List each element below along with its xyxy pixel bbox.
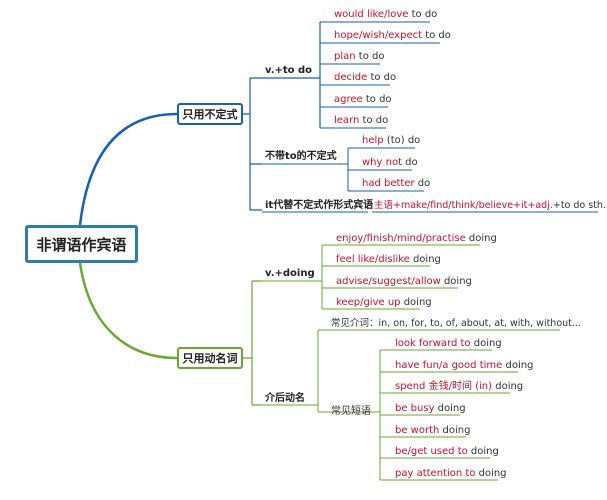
list-item: had better do — [362, 178, 431, 189]
common-phrases-label: 常见短语 — [331, 406, 371, 417]
list-item: enjoy/finish/mind/practise doing — [336, 233, 497, 244]
list-item: pay attention to doing — [395, 468, 507, 479]
list-item: why not do — [362, 157, 418, 168]
list-item: be busy doing — [395, 403, 466, 414]
root-node: 非谓语作宾语 — [25, 225, 138, 263]
list-item: look forward to doing — [395, 338, 502, 349]
list-item: plan to do — [334, 51, 385, 62]
list-item: be worth doing — [395, 425, 471, 436]
preposition-list: 常见介词：in, on, for, to, of, about, at, wit… — [331, 318, 581, 329]
list-item: spend 金钱/时间 (in) doing — [395, 381, 524, 392]
group-label-after-preposition: 介后动名 — [265, 393, 305, 404]
group-label-formal-object: it代替不定式作形式宾语 — [265, 200, 374, 211]
list-item: feel like/dislike doing — [336, 254, 441, 265]
list-item: learn to do — [334, 115, 389, 126]
list-item: 主语+make/find/think/believe+it+adj.+to do… — [374, 200, 606, 211]
list-item: would like/love to do — [334, 9, 438, 20]
list-item: be/get used to doing — [395, 446, 499, 457]
list-item: agree to do — [334, 94, 392, 105]
list-item: decide to do — [334, 72, 397, 83]
list-item: advise/suggest/allow doing — [336, 276, 472, 287]
group-label-bare-infinitive: 不带to的不定式 — [265, 151, 337, 162]
list-item: keep/give up doing — [336, 297, 432, 308]
branch-gerund-node: 只用动名词 — [177, 347, 243, 369]
list-item: help (to) do — [362, 135, 421, 146]
group-label-v-to-do: v.+to do — [265, 65, 313, 76]
list-item: hope/wish/expect to do — [334, 30, 451, 41]
branch-infinitive-node: 只用不定式 — [177, 103, 243, 125]
list-item: have fun/a good time doing — [395, 360, 534, 371]
group-label-v-doing: v.+doing — [265, 268, 315, 279]
